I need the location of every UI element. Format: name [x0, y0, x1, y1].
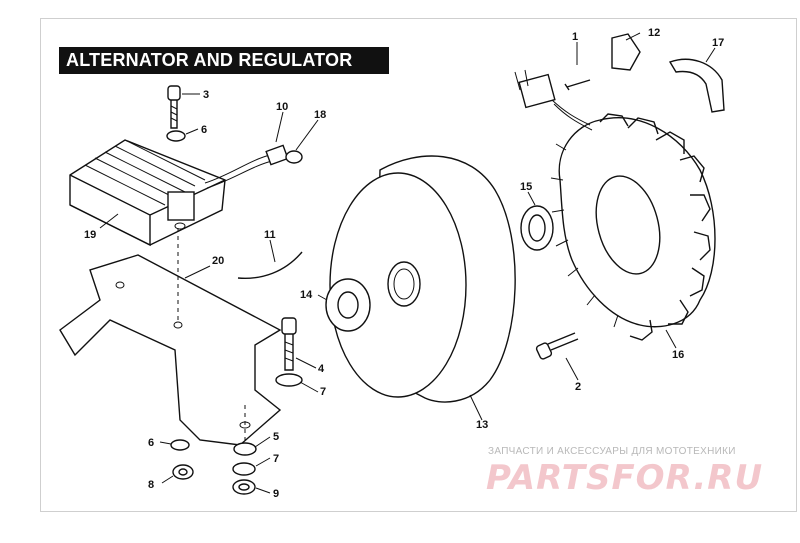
lower-fasteners	[170, 439, 257, 495]
callout-11: 11	[264, 229, 276, 241]
callout-13: 13	[476, 419, 488, 431]
callout-20: 20	[212, 255, 224, 267]
callout-7-lower: 7	[273, 453, 279, 465]
wire-part-11	[237, 251, 303, 279]
callout-7: 7	[320, 386, 326, 398]
callout-18: 18	[314, 109, 326, 121]
clip-part-12	[611, 33, 641, 71]
callout-3: 3	[203, 89, 209, 101]
callout-19: 19	[84, 229, 96, 241]
callout-17: 17	[712, 37, 724, 49]
diagram-title: ALTERNATOR AND REGULATOR	[66, 50, 353, 70]
diagram-frame	[40, 18, 797, 512]
callout-14: 14	[300, 289, 313, 301]
callout-1: 1	[572, 31, 578, 43]
regulator-part	[69, 139, 226, 247]
wire-harness-10-18	[204, 144, 303, 189]
plug-connector	[514, 69, 593, 131]
leader-lines	[99, 32, 716, 494]
clamp-part-17	[668, 58, 725, 113]
screw-part-1	[564, 79, 591, 91]
bolt-part-3	[166, 85, 186, 142]
callout-8: 8	[148, 479, 154, 491]
callout-6: 6	[201, 124, 207, 136]
callout-15: 15	[520, 181, 532, 193]
spacer-part-14	[325, 278, 371, 332]
rotor-part	[329, 155, 516, 403]
watermark-tagline: ЗАПЧАСТИ И АКСЕССУАРЫ ДЛЯ МОТОТЕХНИКИ	[488, 446, 736, 457]
callout-4: 4	[318, 363, 325, 375]
washer-part-15	[520, 205, 554, 251]
callout-16: 16	[672, 349, 684, 361]
callout-5: 5	[273, 431, 279, 443]
bolt-part-4	[275, 317, 303, 387]
screw-part-2	[535, 332, 579, 360]
watermark-logo: PARTSFOR.RU	[486, 458, 764, 498]
callout-2: 2	[575, 381, 581, 393]
callout-9: 9	[273, 488, 279, 500]
callout-6-lower: 6	[148, 437, 154, 449]
callout-12: 12	[648, 27, 660, 39]
title-banner	[59, 47, 389, 74]
bracket-part	[59, 254, 282, 446]
stator-part	[550, 113, 716, 341]
callout-10: 10	[276, 101, 288, 113]
